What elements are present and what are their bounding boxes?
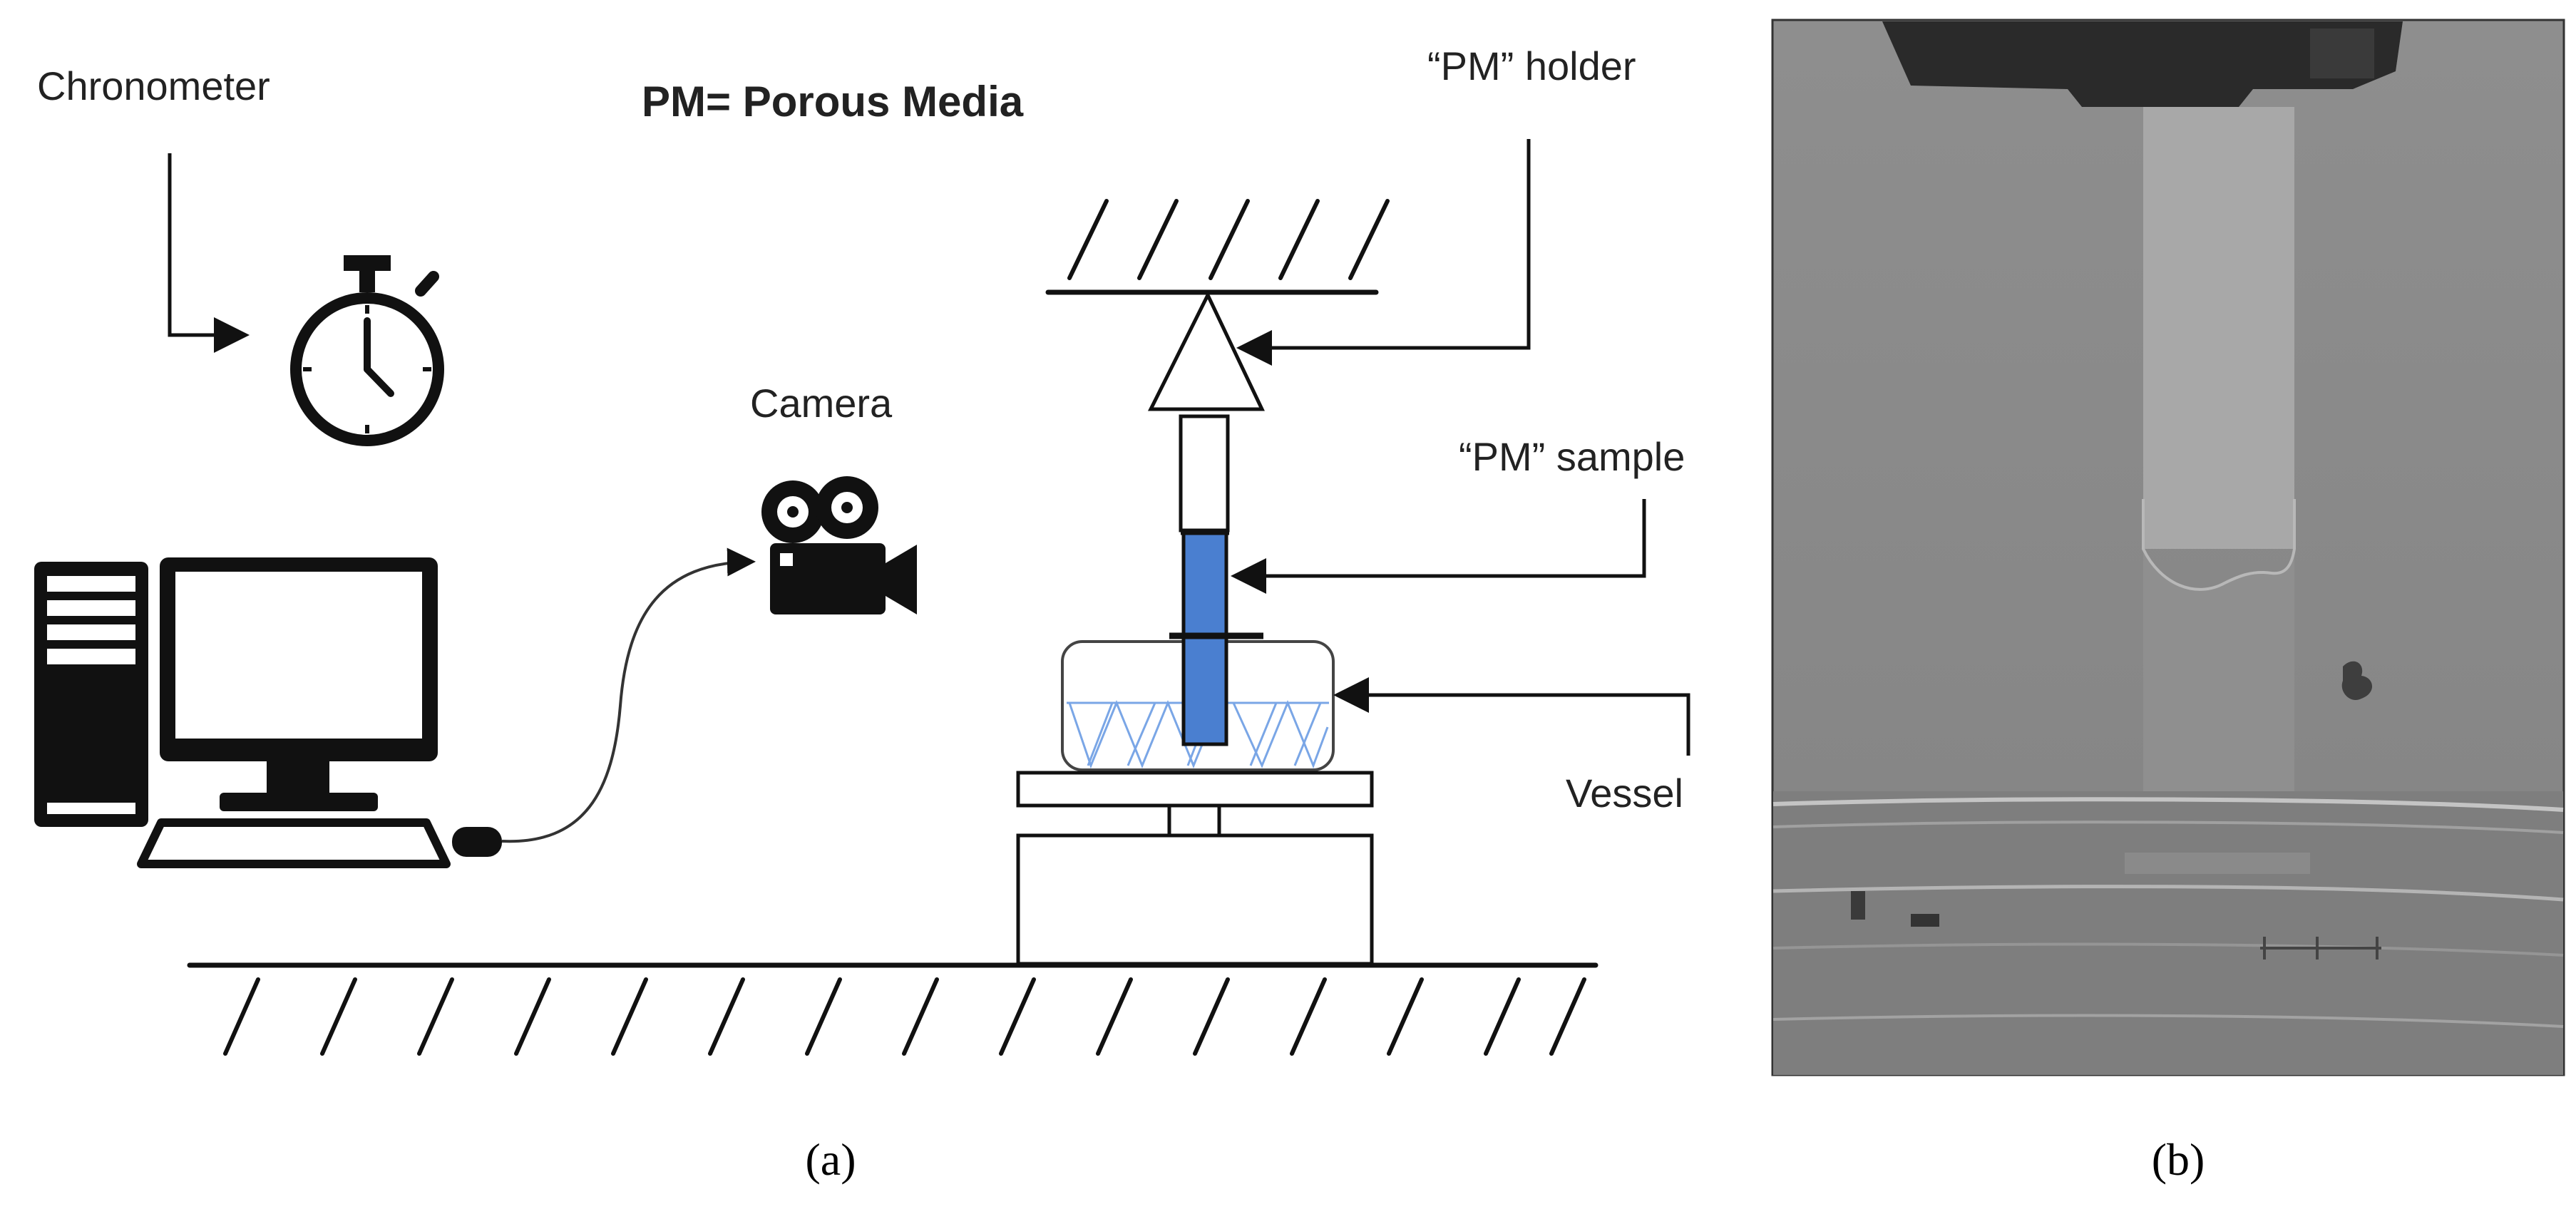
camera-cable <box>501 547 756 843</box>
stopwatch-icon <box>290 255 444 446</box>
movie-camera-icon <box>761 476 917 614</box>
panel-b: (b) <box>1771 19 2565 1185</box>
pm-sample-label: “PM” sample <box>1459 434 1685 479</box>
balance-stand <box>1016 771 1374 966</box>
vessel-leader <box>1333 677 1690 756</box>
caption-a: (a) <box>805 1134 856 1185</box>
ceiling-hatch <box>1045 199 1390 295</box>
panel-a: PM= Porous Media Chronometer <box>34 43 1690 1185</box>
chronometer-label: Chronometer <box>37 63 270 108</box>
computer-icon <box>34 557 502 868</box>
figure-title: PM= Porous Media <box>642 78 1024 125</box>
photo-strip-wet <box>2143 549 2294 834</box>
ground-hatch <box>187 962 1599 1056</box>
photo-strip-dry <box>2143 107 2294 549</box>
pm-holder-leader <box>1236 139 1531 366</box>
photo-vessel <box>1773 791 2563 1075</box>
pm-strip <box>1179 414 1230 533</box>
pm-holder <box>1147 291 1265 411</box>
photo-dark-spot <box>2341 661 2373 700</box>
pm-sample-leader <box>1231 499 1646 594</box>
pm-holder-label: “PM” holder <box>1427 43 1636 88</box>
camera-label: Camera <box>750 381 893 426</box>
chronometer-arrow <box>168 153 250 353</box>
vessel-label: Vessel <box>1566 771 1683 816</box>
caption-b: (b) <box>2152 1134 2205 1185</box>
photo-clamp <box>1882 21 2403 107</box>
